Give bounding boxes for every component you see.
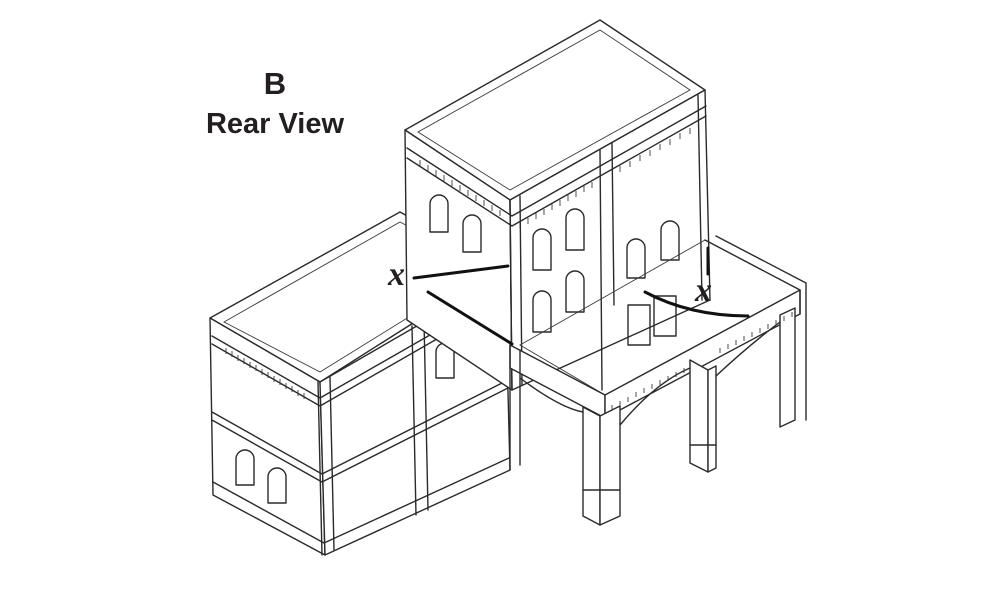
callout-label-right: x xyxy=(695,272,712,309)
callout-leaders xyxy=(412,246,750,346)
view-title: Rear View xyxy=(205,108,345,140)
callout-label-left: x xyxy=(388,256,405,293)
leader-right-curve xyxy=(643,290,750,318)
view-letter: B xyxy=(263,66,287,101)
arcade xyxy=(509,235,807,526)
tower xyxy=(404,19,711,391)
leader-left-upper xyxy=(412,264,510,280)
leader-left-lower xyxy=(426,290,514,346)
